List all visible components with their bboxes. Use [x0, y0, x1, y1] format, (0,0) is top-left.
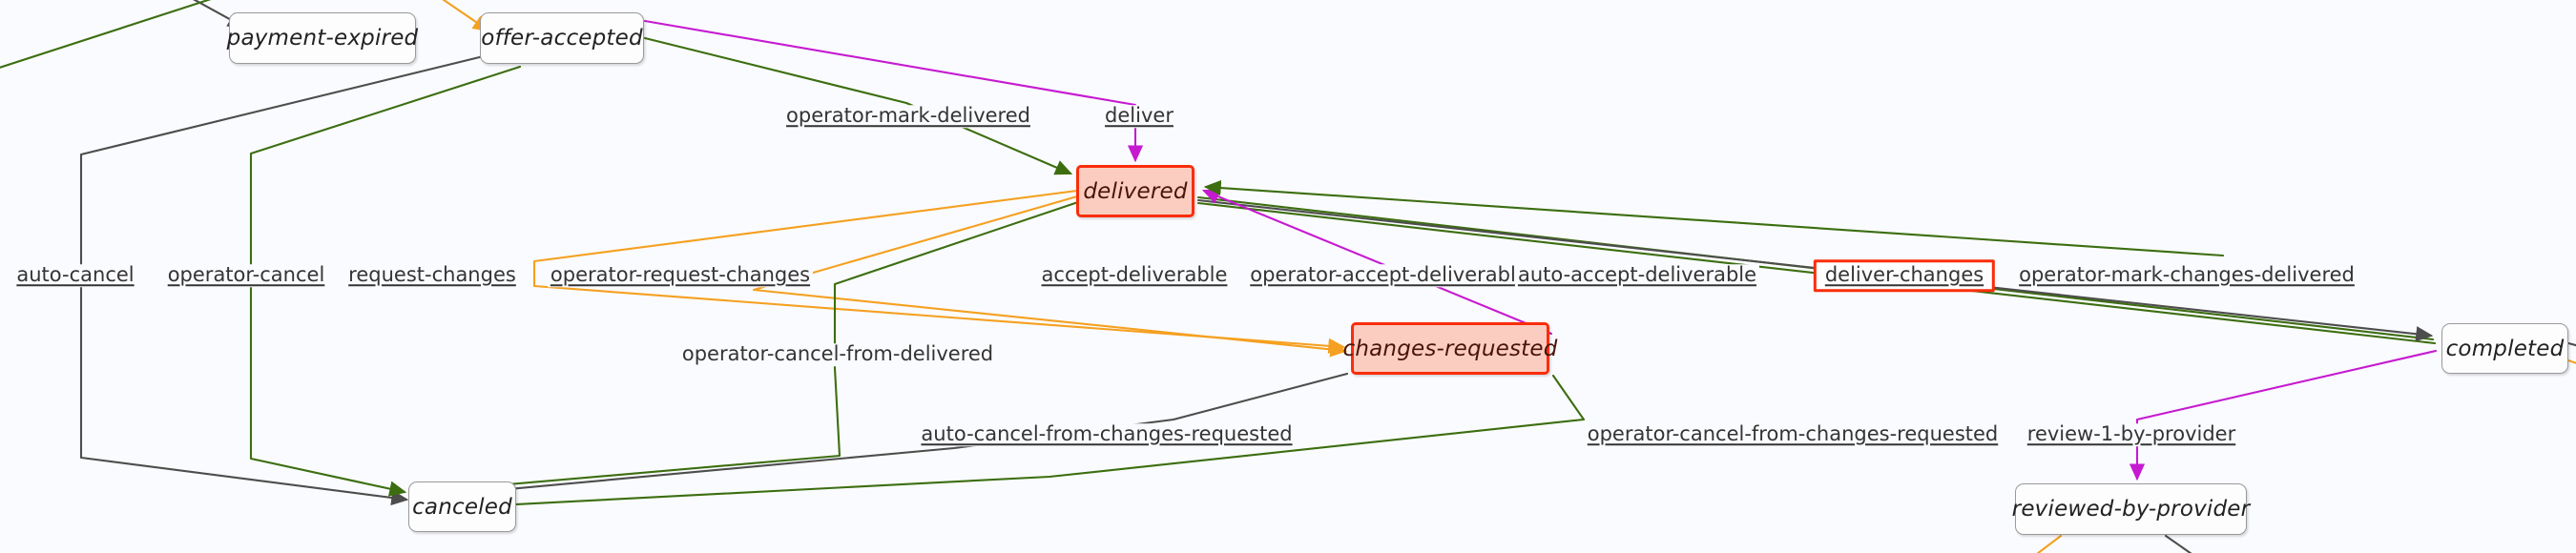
edge-review-1-by-provider — [2129, 349, 2438, 481]
edge-label-operator-request-changes[interactable]: operator-request-changes — [547, 264, 814, 287]
edge-label-auto-cancel[interactable]: auto-cancel — [13, 264, 137, 287]
state-node-canceled[interactable]: canceled — [408, 481, 516, 532]
state-node-changes-requested[interactable]: changes-requested — [1343, 322, 1557, 375]
edge-operator-cancel-from-changes-requested — [421, 374, 1586, 517]
edge-label-deliver-changes[interactable]: deliver-changes — [1813, 259, 1996, 292]
state-node-delivered[interactable]: delivered — [1076, 165, 1195, 217]
edge-label-auto-cancel-from-changes-requested[interactable]: auto-cancel-from-changes-requested — [918, 423, 1296, 446]
edge-operator-cancel-from-delivered — [417, 200, 1080, 499]
edge-auto-cancel-to-canceled — [79, 51, 497, 506]
edge-label-operator-cancel[interactable]: operator-cancel — [164, 264, 328, 287]
state-node-label: reviewed-by-provider — [2011, 497, 2251, 522]
edge-reviewed-out-orange — [2036, 534, 2063, 553]
edge-label-review-1-by-provider[interactable]: review-1-by-provider — [2024, 423, 2239, 446]
edge-label-request-changes[interactable]: request-changes — [345, 264, 519, 287]
edge-reviewed-out-gray — [2164, 534, 2192, 553]
edge-request-changes — [532, 189, 1346, 354]
edge-completed-out-gray — [2566, 341, 2576, 347]
edge-operator-mark-delivered — [643, 36, 1073, 175]
edge-label-operator-mark-delivered[interactable]: operator-mark-delivered — [783, 105, 1033, 128]
edge-label-operator-mark-changes-delivered[interactable]: operator-mark-changes-delivered — [2016, 264, 2358, 287]
edge-deliver-changes-to-delivered — [1201, 189, 1553, 336]
state-node-reviewed-by-provider[interactable]: reviewed-by-provider — [2012, 483, 2250, 535]
state-node-label: canceled — [412, 494, 512, 520]
edge-label-accept-deliverable[interactable]: accept-deliverable — [1038, 264, 1231, 287]
state-node-payment-expired[interactable]: payment-expired — [226, 12, 419, 64]
edge-label-operator-accept-deliverable[interactable]: operator-accept-deliverable — [1247, 264, 1531, 287]
edge-label-operator-cancel-from-changes-requested[interactable]: operator-cancel-from-changes-requested — [1584, 423, 2002, 446]
edge-operator-request-changes — [752, 195, 1348, 358]
edge-completed-out-orange — [2566, 358, 2576, 364]
edge-label-deliver[interactable]: deliver — [1102, 105, 1176, 128]
state-node-label: changes-requested — [1342, 336, 1558, 361]
state-node-completed[interactable]: completed — [2441, 323, 2568, 374]
edge-label-auto-accept-deliverable[interactable]: auto-accept-deliverable — [1514, 264, 1760, 287]
state-node-label: completed — [2445, 336, 2565, 361]
edge-operator-cancel-to-canceled — [249, 65, 522, 497]
edge-operator-mark-changes-delivered — [1203, 179, 2225, 257]
state-node-label: payment-expired — [226, 26, 419, 51]
state-node-offer-accepted[interactable]: offer-accepted — [480, 12, 644, 64]
edge-into-offer-accepted — [442, 0, 490, 32]
edge-label-operator-cancel-from-delivered[interactable]: operator-cancel-from-delivered — [678, 343, 997, 366]
edge-green-top-left — [0, 0, 212, 69]
state-node-label: offer-accepted — [481, 26, 643, 51]
state-node-label: delivered — [1083, 178, 1188, 204]
edge-deliver-to-delivered — [643, 19, 1144, 163]
